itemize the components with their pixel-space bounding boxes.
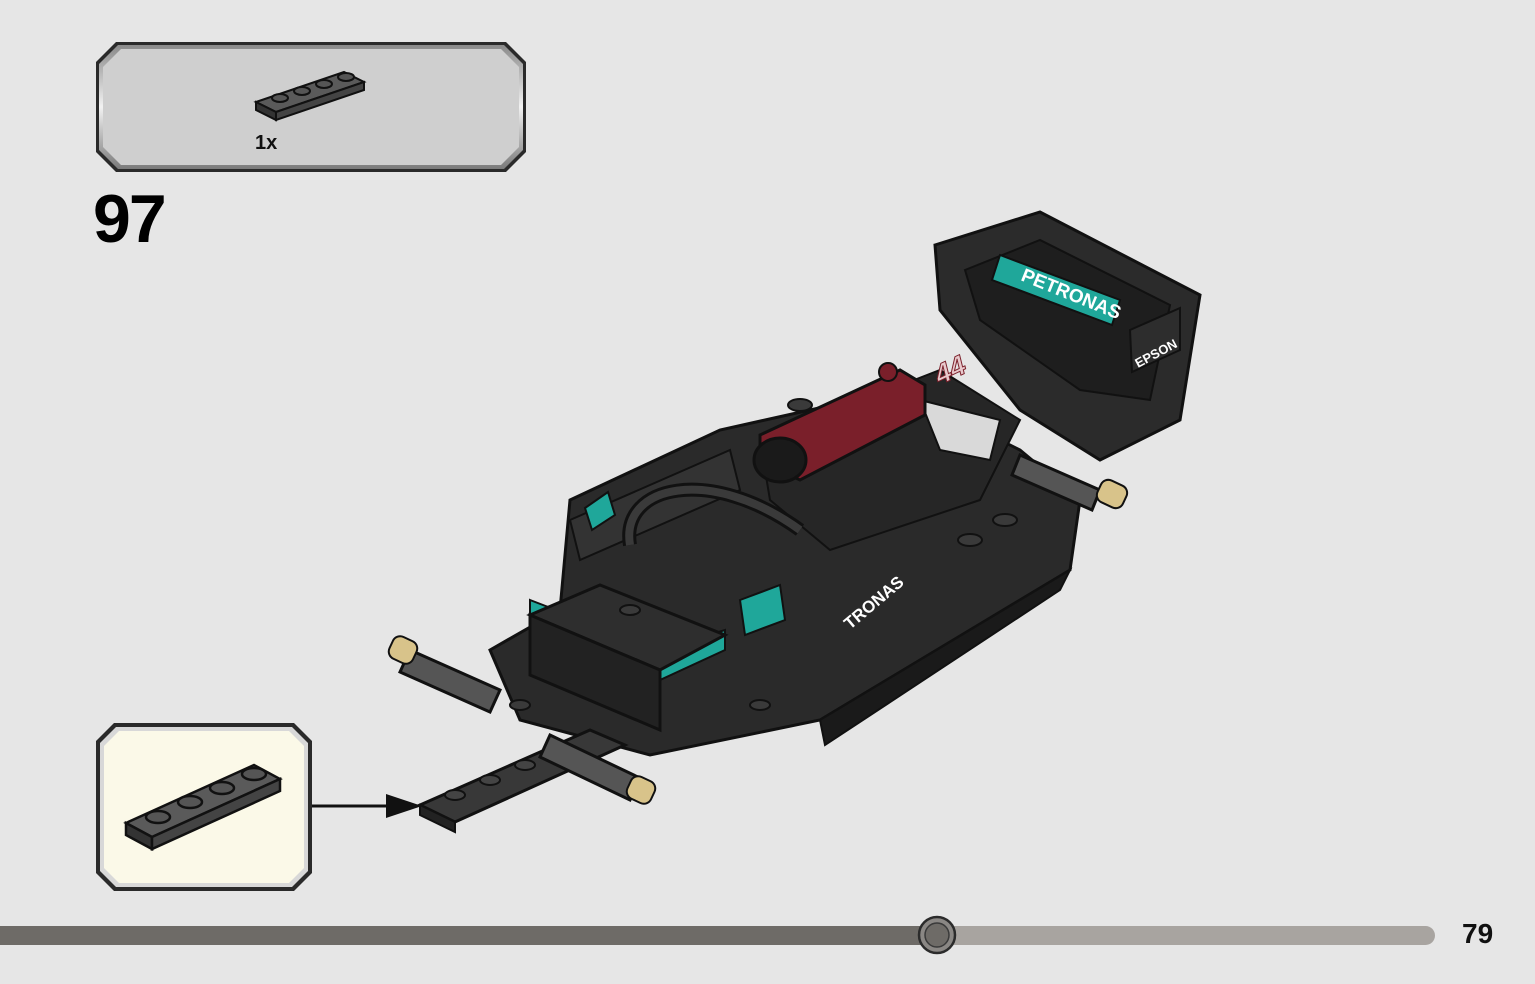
f1-car-illustration: PETRONAS EPSON 44 TRONAS bbox=[387, 210, 1202, 834]
step-number: 97 bbox=[93, 181, 167, 257]
dark-gray-1x4-plate-icon bbox=[123, 763, 283, 852]
placement-arrow bbox=[312, 794, 422, 818]
progress-knob bbox=[917, 915, 957, 955]
parts-list-frame bbox=[96, 42, 526, 172]
f1-car-model: PETRONAS EPSON 44 TRONAS bbox=[380, 200, 1220, 840]
part-quantity: 1x bbox=[255, 132, 278, 154]
parts-list-box bbox=[94, 40, 528, 174]
dark-gray-1x4-plate-icon bbox=[253, 70, 367, 122]
page-number: 79 bbox=[1462, 918, 1494, 949]
callout-box bbox=[94, 721, 314, 893]
progress-fill bbox=[0, 926, 937, 945]
